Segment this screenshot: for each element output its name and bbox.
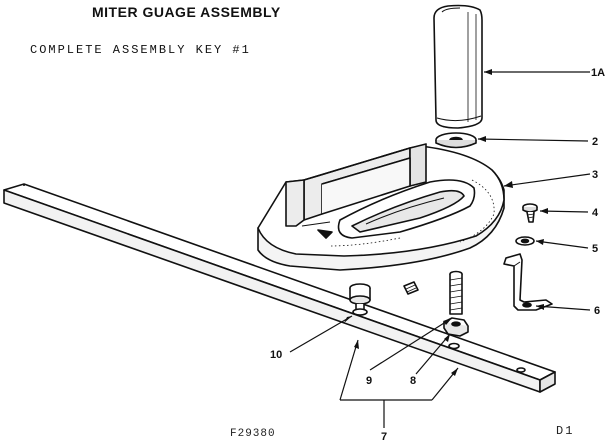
callout-4: 4	[592, 207, 599, 219]
miter-gauge-body	[257, 143, 505, 271]
leader-arrowheads	[344, 69, 548, 376]
washer	[435, 132, 477, 149]
miter-bar	[3, 183, 556, 393]
set-screw	[403, 281, 419, 295]
callout-5: 5	[592, 243, 598, 255]
diagram-subtitle: COMPLETE ASSEMBLY KEY #1	[30, 43, 251, 57]
diagram-title: MITER GUAGE ASSEMBLY	[92, 4, 281, 20]
sheet-code: D1	[556, 424, 575, 438]
pointer-bracket	[503, 253, 553, 311]
callout-7: 7	[381, 431, 387, 442]
callout-6: 6	[594, 305, 600, 317]
callout-1a: 1A	[591, 67, 605, 79]
handle-knob	[433, 4, 483, 129]
callout-8: 8	[410, 375, 416, 387]
screw	[522, 203, 538, 223]
callout-2: 2	[592, 136, 598, 148]
callout-3: 3	[592, 169, 598, 181]
callout-10: 10	[270, 349, 282, 361]
stud	[449, 270, 463, 315]
stop-knob	[349, 283, 371, 316]
callout-9: 9	[366, 375, 372, 387]
leader-lines	[289, 71, 591, 401]
drawing-code: F29380	[230, 428, 276, 440]
lockwasher	[515, 236, 535, 246]
